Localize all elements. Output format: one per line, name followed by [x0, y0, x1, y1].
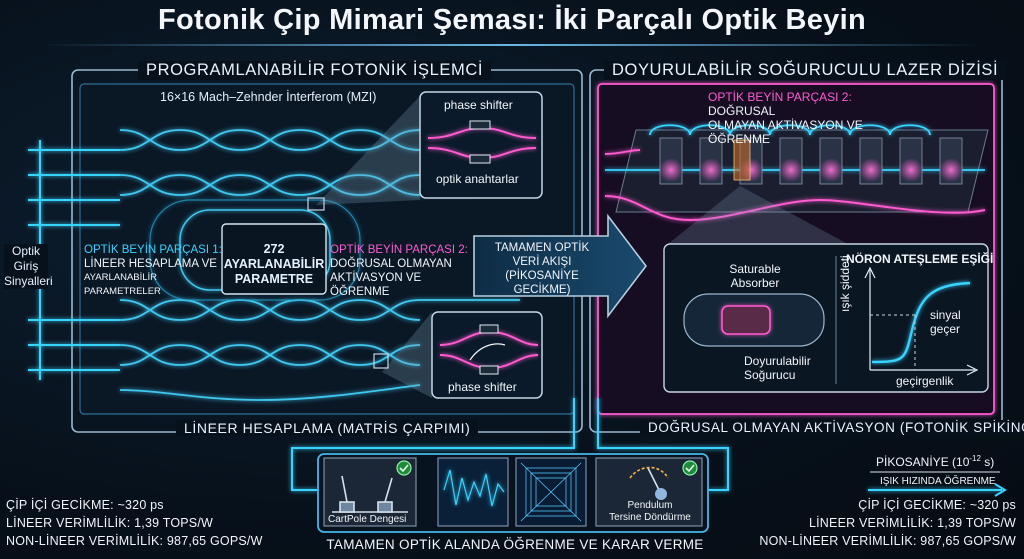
left-panel-footer: LİNEER HESAPLAMA (MATRİS ÇARPIMI) [176, 420, 479, 436]
zoom-bubble-bottom [431, 311, 543, 399]
stats-left: ÇİP İÇİ GECİKME: ~320 ps LİNEER VERİMLİL… [6, 496, 263, 550]
input-signals-label: Optik Giriş Sinyalleri [4, 244, 53, 289]
threshold-chart-title: NÖRON ATEŞLEME EŞİĞİ [846, 252, 994, 266]
left-panel-heading: PROGRAMLANABİLİR FOTONİK İŞLEMCİ [138, 61, 492, 80]
threshold-curve [871, 281, 971, 364]
absorber-cylinder [668, 293, 830, 347]
check-icon [682, 460, 698, 476]
absorber-tr-label: Doyurulabilir Soğurucu [744, 354, 811, 382]
zoom-top-label2: optik anahtarlar [436, 172, 519, 186]
absorber-tr2: Soğurucu [744, 368, 796, 382]
zoom-bottom-label: phase shifter [448, 380, 517, 394]
timescale-exponent: -12 [969, 454, 981, 463]
data-flow-arrow [473, 213, 648, 319]
param-line3: PARAMETRE [234, 272, 314, 286]
timescale-suffix: s) [980, 455, 995, 469]
stat-nonlinear-left: NON-LİNEER VERİMLİLİK: 987,65 GOPS/W [6, 534, 263, 548]
part1-line1: LİNEER HESAPLAMA VE [84, 258, 217, 270]
page-title: Fotonik Çip Mimari Şeması: İki Parçalı O… [158, 4, 866, 36]
stat-nonlinear-right: NON-LİNEER VERİMLİLİK: 987,65 GOPS/W [759, 534, 1016, 548]
zoom-bubble-top [419, 91, 543, 199]
part2-right-line2: OLMAYAN AKTİVASYON VE ÖĞRENME [708, 118, 863, 146]
part1-label-group: OPTİK BEYİN PARÇASI 1: LİNEER HESAPLAMA … [84, 243, 224, 299]
absorber-tr1: Doyurulabilir [744, 354, 811, 368]
bottom-connectors [291, 398, 1002, 491]
bottom-caption: TAMAMEN OPTİK ALANDA ÖĞRENME VE KARAR VE… [326, 537, 704, 552]
part2-right-title: OPTİK BEYİN PARÇASI 2: [708, 90, 852, 104]
absorber-inset [663, 243, 989, 393]
arrow-line3: (PİKOSANİYE GECİKME) [505, 270, 579, 296]
part2-left-line1: DOĞRUSAL OLMAYAN [330, 258, 452, 270]
arrow-line2: VERİ AKIŞI [512, 256, 572, 268]
laser-array [604, 124, 989, 222]
timescale-label: PİKOSANİYE (10-12 s) [876, 454, 994, 469]
part2-right-line1: DOĞRUSAL [708, 104, 776, 118]
threshold-annotation: sinyal geçer [930, 308, 961, 336]
title-divider [40, 44, 984, 46]
center-param-text: 272 AYARLANABİLİR PARAMETRE [222, 242, 326, 287]
stat-latency-left: ÇİP İÇİ GECİKME: ~320 ps [6, 498, 164, 512]
part1-title: OPTİK BEYİN PARÇASI 1: [84, 244, 222, 256]
timescale-subtitle: IŞIK HIZINDA ÖĞRENME [880, 476, 996, 487]
threshold-ylabel: ışık şiddeti [838, 255, 852, 312]
input-label-line3: Sinyalleri [4, 274, 53, 288]
stats-right: ÇİP İÇİ GECİKME: ~320 ps LİNEER VERİMLİL… [759, 496, 1016, 550]
threshold-annotation1: sinyal [930, 308, 961, 322]
input-label-line2: Giriş [13, 259, 39, 273]
part2-right-label-group: OPTİK BEYİN PARÇASI 2: DOĞRUSAL OLMAYAN … [708, 90, 908, 146]
stat-linear-right: LİNEER VERİMLİLİK: 1,39 TOPS/W [808, 516, 1016, 530]
threshold-chart-axes [864, 266, 979, 376]
cartpole-label: CartPole Dengesi [326, 514, 409, 525]
right-panel-footer: DOĞRUSAL OLMAYAN AKTİVASYON (FOTONİK SPİ… [640, 420, 1024, 435]
zoom-top-label1: phase shifter [444, 98, 513, 112]
pendulum-label1: Pendulum [627, 500, 673, 511]
input-label-line1: Optik [11, 244, 40, 258]
parameter-box [221, 223, 327, 295]
absorber-label1: Saturable [729, 262, 781, 276]
timescale-text: PİKOSANİYE (10 [876, 455, 970, 469]
part1-line2: AYARLANABİLİR PARAMETRELER [84, 272, 161, 297]
pendulum-label2: Tersine Döndürme [609, 512, 691, 523]
arrow-text: TAMAMEN OPTİK VERİ AKIŞI (PİKOSANİYE GEC… [478, 241, 606, 297]
stat-linear-left: LİNEER VERİMLİLİK: 1,39 TOPS/W [6, 516, 214, 530]
mzi-label: 16×16 Mach–Zehnder İnterferom (MZI) [160, 90, 377, 104]
absorber-label2: Absorber [730, 276, 780, 290]
threshold-annotation2: geçer [930, 322, 961, 336]
absorber-label: Saturable Absorber [722, 262, 788, 290]
part2-left-label-group: OPTİK BEYİN PARÇASI 2: DOĞRUSAL OLMAYAN … [330, 243, 480, 299]
threshold-xlabel: geçirgenlik [896, 374, 954, 388]
param-line2: AYARLANABİLİR [223, 257, 325, 271]
check-icon [396, 460, 412, 476]
signal-tile [437, 457, 509, 527]
pendulum-label: Pendulum Tersine Döndürme [600, 500, 700, 524]
right-panel-heading: DOYURULABİLİR SOĞURUCULU LAZER DİZİSİ [604, 61, 1007, 80]
laser-zoom-cone [668, 186, 848, 244]
arrow-line1: TAMAMEN OPTİK [494, 242, 590, 254]
part2-left-title: OPTİK BEYİN PARÇASI 2: [330, 244, 468, 256]
zoom-cone-bottom [382, 312, 432, 398]
param-count: 272 [263, 242, 285, 256]
part2-left-line2: AKTİVASYON VE ÖĞRENME [330, 272, 422, 298]
stat-latency-right: ÇİP İÇİ GECİKME: ~320 ps [858, 498, 1016, 512]
input-fibers [28, 140, 120, 380]
zoom-cone-top [316, 96, 420, 205]
